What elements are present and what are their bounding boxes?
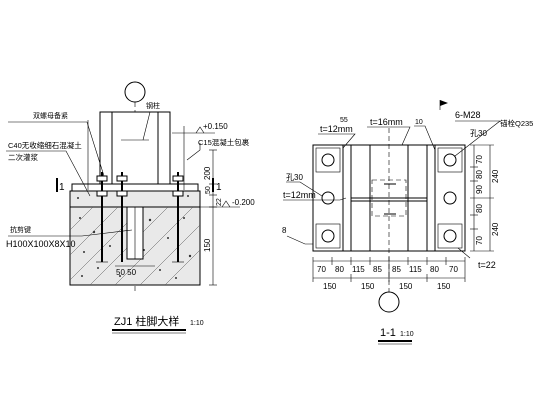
bolt-nut <box>96 190 108 197</box>
dim-200: 200 <box>203 166 212 180</box>
axis-circle-right <box>378 291 400 313</box>
axis-circle-left <box>124 81 146 103</box>
dim-22: 22 <box>216 198 223 206</box>
dim-50: 50 <box>205 186 212 194</box>
bolt-nut <box>172 175 184 182</box>
leaders-right-detail <box>283 100 501 259</box>
label-hole30-right: 孔30 <box>470 129 487 138</box>
label-t22: t=22 <box>478 260 496 270</box>
right-dim-outer: 240 <box>491 222 500 236</box>
base-plate-plan-detail: t=12mm t=16mm t=12mm 孔30 6-M28 锚栓Q235 孔3… <box>282 100 533 345</box>
column-base-detail: +0.150 -0.200 200 50 22 150 50 50 1 1 <box>6 81 255 334</box>
label-leader-10: 10 <box>415 119 423 126</box>
left-detail-scale: 1:10 <box>190 320 204 327</box>
bottom-dim-inner: 80 <box>430 265 439 274</box>
right-dim-inner: 70 <box>475 236 484 245</box>
bolt-nut <box>116 175 128 182</box>
label-t16: t=16mm <box>370 117 403 127</box>
right-dim-outer: 240 <box>491 169 500 183</box>
bolt-nut <box>116 190 128 197</box>
bottom-dim-inner: 85 <box>373 265 382 274</box>
dim-bottom: 50 50 <box>116 268 137 277</box>
label-double-nut: 双螺母备紧 <box>33 111 68 120</box>
label-t12-left: t=12mm <box>283 190 316 200</box>
right-detail-scale: 1:10 <box>400 331 414 338</box>
bolt-holes <box>315 147 463 249</box>
bottom-dim-outer: 150 <box>399 282 413 291</box>
bottom-dim-inner: 80 <box>335 265 344 274</box>
bolt-hole <box>443 191 457 205</box>
label-steel-column: 钢柱 <box>146 101 160 110</box>
column-flange-left <box>342 144 352 252</box>
steel-column <box>99 111 171 185</box>
right-dim-inner: 70 <box>475 155 484 164</box>
label-grout: C40无收缩细石混凝土 <box>8 140 82 150</box>
bolt-hole <box>443 229 457 243</box>
bottom-dim-inner: 70 <box>317 265 326 274</box>
bottom-dim-outer: 150 <box>361 282 375 291</box>
level-bottom-label: -0.200 <box>232 198 255 207</box>
section-mark-right: 1 <box>216 182 222 193</box>
label-grout-line2: 二次灌浆 <box>8 152 38 162</box>
label-leader-8: 8 <box>282 226 287 235</box>
bottom-dim-inner: 115 <box>409 265 422 274</box>
left-detail-title: ZJ1 柱脚大样 <box>114 314 179 328</box>
bolt-hole <box>321 191 335 205</box>
level-top-label: +0.150 <box>203 122 228 131</box>
label-encasement: C15混凝土包裹 <box>198 137 250 147</box>
right-dim-inner: 80 <box>475 204 484 213</box>
label-shear-key: 抗剪键 <box>10 225 31 234</box>
right-detail-title: 1-1 <box>380 327 396 339</box>
bottom-dim-inner: 70 <box>449 265 458 274</box>
label-bolt-material: 锚栓Q235 <box>500 118 533 128</box>
base-plate <box>71 183 199 192</box>
leaders-left-detail <box>6 111 201 237</box>
section-mark-left: 1 <box>59 182 65 193</box>
label-t12-top: t=12mm <box>320 124 353 134</box>
label-leader-55: 55 <box>340 117 348 124</box>
bottom-dim-outer: 150 <box>323 282 337 291</box>
level-mark-top <box>172 126 215 134</box>
bottom-dim-inner: 85 <box>392 265 401 274</box>
bottom-dim-inner: 115 <box>352 265 365 274</box>
bottom-dimension-lines <box>312 257 466 282</box>
section-cut-marks <box>56 178 214 192</box>
label-hole30-left: 孔30 <box>286 173 303 182</box>
label-bolts: 6-M28 <box>455 110 481 120</box>
bolt-hole <box>321 229 335 243</box>
bolt-nut <box>172 190 184 197</box>
bottom-dim-outer: 150 <box>437 282 451 291</box>
level-mark-bottom <box>200 200 240 208</box>
dim-150: 150 <box>203 238 212 252</box>
right-dimension-lines <box>470 144 494 252</box>
column-flange-right <box>426 144 436 252</box>
right-dim-inner: 90 <box>475 185 484 194</box>
bolt-nut <box>96 175 108 182</box>
bolt-hole <box>443 153 457 167</box>
bolt-hole <box>321 153 335 167</box>
right-dim-inner: 80 <box>475 170 484 179</box>
label-shear-key-size: H100X100X8X10 <box>6 239 76 249</box>
anchor-bolts <box>96 172 184 263</box>
